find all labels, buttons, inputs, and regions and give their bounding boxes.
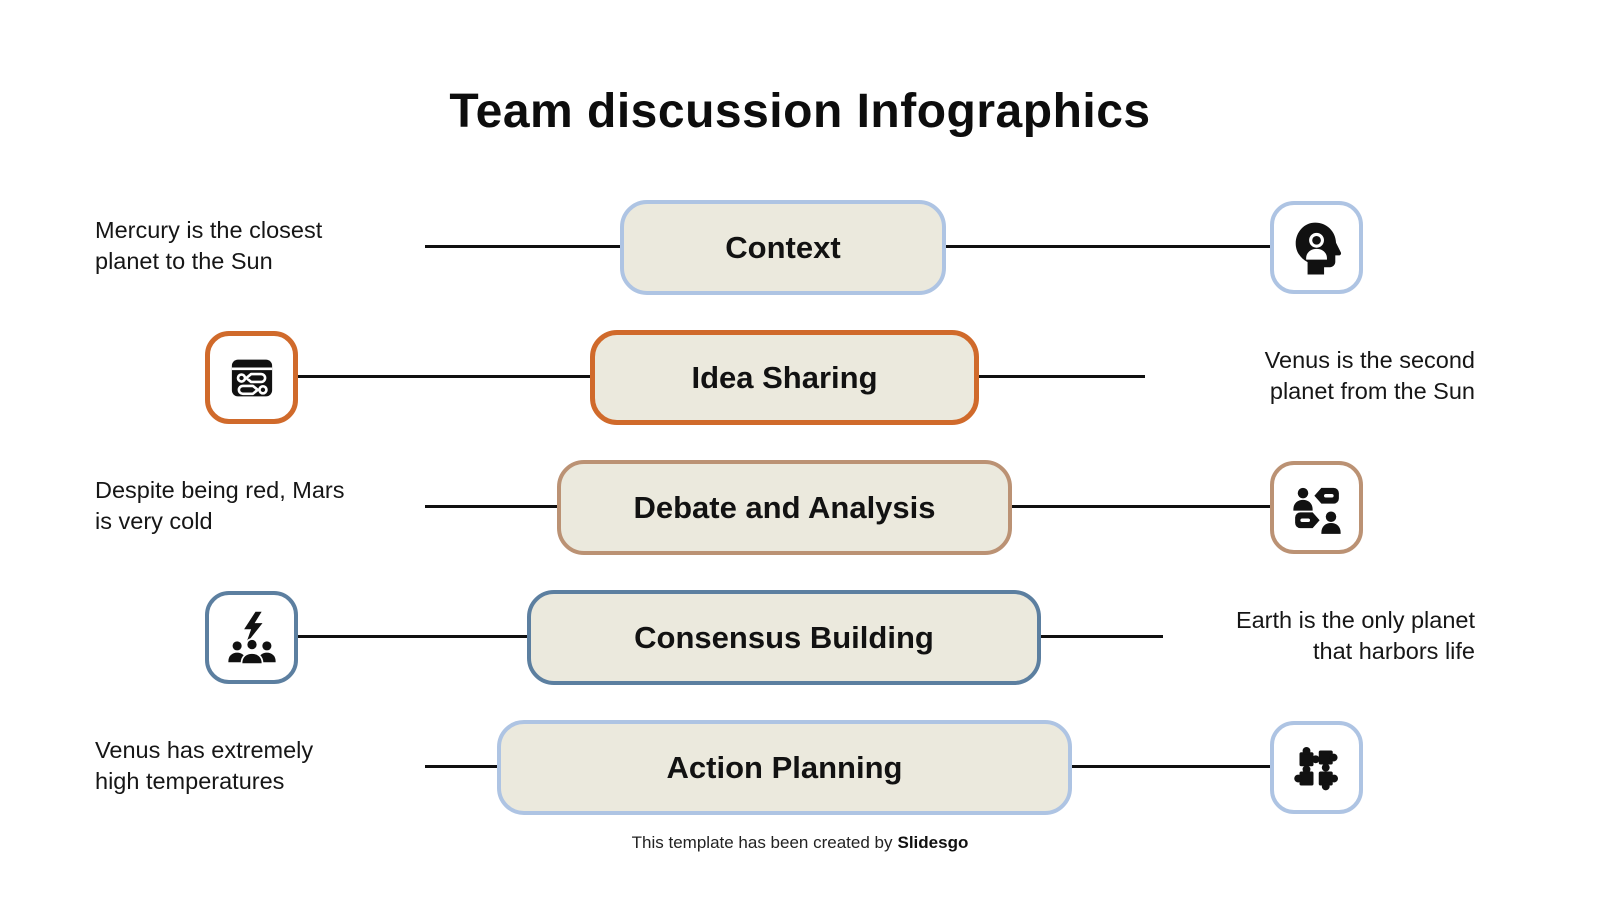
connector-line	[979, 375, 1145, 378]
page-title: Team discussion Infographics	[449, 85, 1151, 138]
stage-pill-action-planning: Action Planning	[497, 720, 1072, 815]
stage-label: Action Planning	[666, 749, 903, 785]
note-line: Venus is the second	[1264, 347, 1475, 373]
connector-line	[946, 245, 1270, 248]
note-context: Mercury is the closest planet to the Sun	[95, 215, 322, 277]
note-consensus: Earth is the only planet that harbors li…	[1236, 605, 1475, 667]
puzzle-icon	[1270, 721, 1363, 814]
brainstorm-people-icon	[205, 591, 298, 684]
stage-pill-debate: Debate and Analysis	[557, 460, 1012, 555]
connector-line	[425, 245, 620, 248]
stage-label: Context	[725, 229, 841, 265]
connector-line	[425, 505, 557, 508]
note-line: planet from the Sun	[1269, 378, 1475, 404]
footer-credit-text: This template has been created by	[631, 833, 893, 852]
chat-wireframe-icon	[205, 331, 298, 424]
note-debate: Despite being red, Mars is very cold	[95, 475, 344, 537]
stage-pill-context: Context	[620, 200, 946, 295]
note-line: high temperatures	[95, 768, 285, 794]
head-with-person-icon	[1270, 201, 1363, 294]
note-line: Venus has extremely	[95, 737, 314, 763]
note-line: planet to the Sun	[95, 248, 273, 274]
stage-pill-idea-sharing: Idea Sharing	[590, 330, 979, 425]
stage-label: Debate and Analysis	[633, 489, 936, 525]
note-line: Earth is the only planet	[1235, 607, 1475, 633]
footer-brand: Slidesgo	[897, 833, 969, 852]
note-idea-sharing: Venus is the second planet from the Sun	[1265, 345, 1475, 407]
connector-line	[1012, 505, 1270, 508]
connector-line	[425, 765, 497, 768]
note-line: is very cold	[95, 508, 213, 534]
note-line: Despite being red, Mars	[95, 477, 345, 503]
stage-label: Consensus Building	[634, 619, 934, 655]
stage-label: Idea Sharing	[691, 359, 878, 395]
connector-line	[298, 635, 527, 638]
connector-line	[1072, 765, 1270, 768]
stage-pill-consensus: Consensus Building	[527, 590, 1041, 685]
people-discussion-icon	[1270, 461, 1363, 554]
connector-line	[298, 375, 590, 378]
note-line: that harbors life	[1313, 638, 1475, 664]
note-action-planning: Venus has extremely high temperatures	[95, 735, 313, 797]
connector-line	[1041, 635, 1163, 638]
note-line: Mercury is the closest	[95, 217, 323, 243]
